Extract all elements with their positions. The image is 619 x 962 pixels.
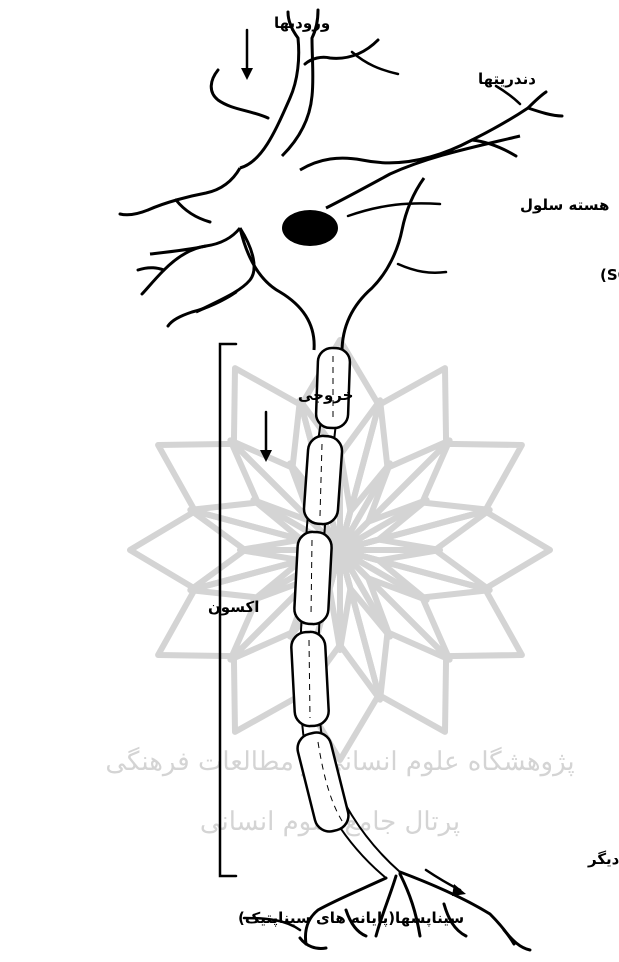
nucleus-pointer [348,203,440,216]
soma-pointer [398,264,446,273]
dendrites-pointer [352,52,398,74]
watermark-line-1: پژوهشگاه علوم انسانی و مطالعات فرهنگی [105,746,574,777]
label-soma: بدنه سلول (SOMA) [600,266,619,284]
label-inputs: ورودیها [274,14,330,32]
label-output: خروجی [298,386,353,404]
label-synapses: سیناپسها(پایانه های سیناپتیک) [238,909,464,928]
nucleus [282,210,338,246]
pointers [220,30,520,930]
label-to-other-neurons: به نرونهای دیگر [587,850,619,868]
label-axon: اکسون [208,598,259,616]
label-nucleus: هسته سلول [520,196,609,214]
label-dendrites: دندریتها [478,70,536,88]
soma-outline [148,38,528,352]
to-other-neurons-arrowhead [452,884,466,896]
inputs-arrowhead [241,68,253,80]
dendrites-pointer-2 [496,86,520,104]
dendrites [120,10,562,326]
